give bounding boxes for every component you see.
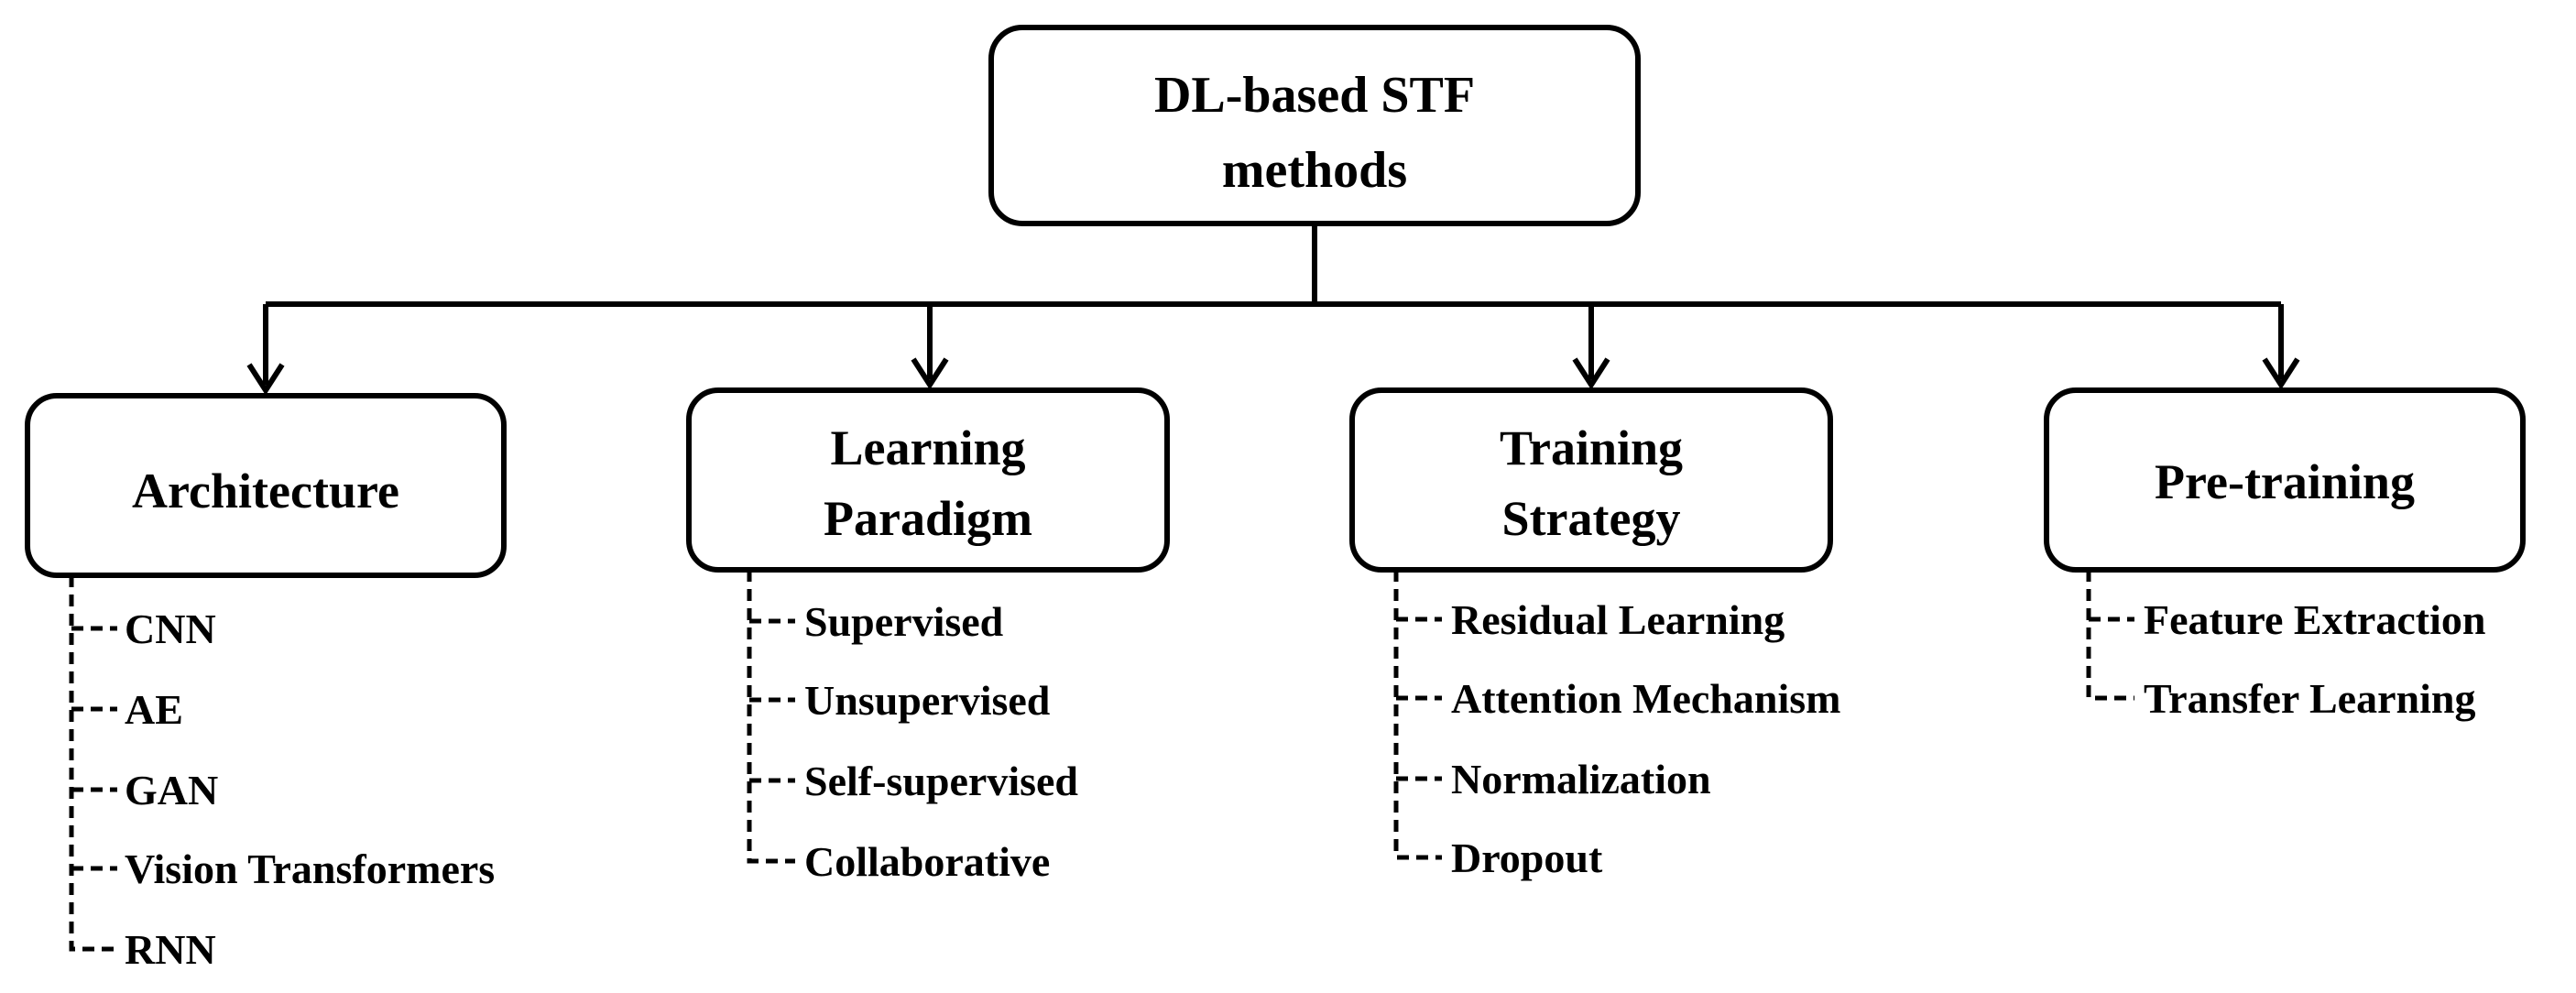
- architecture-tree-line: [69, 575, 117, 952]
- pre-training-item-feature-extraction: Feature Extraction: [2144, 596, 2485, 643]
- training-strategy-label-line-2: Strategy: [1502, 491, 1681, 546]
- training-strategy-box: [1349, 387, 1833, 573]
- training-strategy-item-normalization: Normalization: [1451, 756, 1711, 802]
- training-strategy-tree-line: [1393, 570, 1442, 860]
- architecture-item-gan: GAN: [125, 767, 218, 813]
- arrow-icon-pre-training: [2262, 357, 2300, 390]
- architecture-box: [25, 393, 507, 578]
- learning-paradigm-item-supervised: Supervised: [804, 598, 1004, 645]
- training-strategy-item-attention-mechanism: Attention Mechanism: [1451, 675, 1840, 722]
- arrow-icon-training-strategy: [1572, 357, 1610, 390]
- pre-training-item-transfer-learning: Transfer Learning: [2144, 675, 2475, 722]
- architecture-item-cnn: CNN: [125, 606, 216, 652]
- pre-training-box: [2044, 387, 2526, 573]
- learning-paradigm-item-self-supervised: Self-supervised: [804, 758, 1078, 804]
- architecture-item-vision-transformers: Vision Transformers: [125, 846, 495, 892]
- training-strategy-label-line-1: Training: [1500, 420, 1683, 475]
- pre-training-label: Pre-training: [2155, 454, 2415, 509]
- architecture-item-ae: AE: [125, 686, 183, 733]
- architecture-item-rnn: RNN: [125, 926, 216, 973]
- training-strategy-item-residual-learning: Residual Learning: [1451, 596, 1785, 643]
- arrow-icon-learning-paradigm: [911, 357, 949, 390]
- root-label-line-1: DL-based STF: [1154, 67, 1475, 124]
- category-pre-training: Pre-training Feature Extraction Transfer…: [2044, 387, 2526, 722]
- pre-training-tree-line: [2086, 570, 2134, 701]
- architecture-label: Architecture: [132, 464, 399, 518]
- root-node: DL-based STF methods: [988, 25, 1641, 226]
- learning-paradigm-label-line-1: Learning: [830, 420, 1025, 475]
- learning-paradigm-label-line-2: Paradigm: [824, 491, 1032, 546]
- category-training-strategy: Training Strategy Residual Learning Atte…: [1349, 387, 1840, 881]
- learning-paradigm-item-unsupervised: Unsupervised: [804, 677, 1051, 724]
- learning-paradigm-item-collaborative: Collaborative: [804, 838, 1050, 885]
- learning-paradigm-tree-line: [747, 570, 795, 864]
- arrow-icon-architecture: [246, 363, 285, 396]
- category-architecture: Architecture CNN AE GAN Vision Transform…: [25, 393, 507, 973]
- training-strategy-item-dropout: Dropout: [1451, 835, 1603, 881]
- category-learning-paradigm: Learning Paradigm Supervised Unsupervise…: [686, 387, 1170, 885]
- root-label-line-2: methods: [1222, 142, 1407, 199]
- root-connectors: [246, 224, 2300, 396]
- learning-paradigm-box: [686, 387, 1170, 573]
